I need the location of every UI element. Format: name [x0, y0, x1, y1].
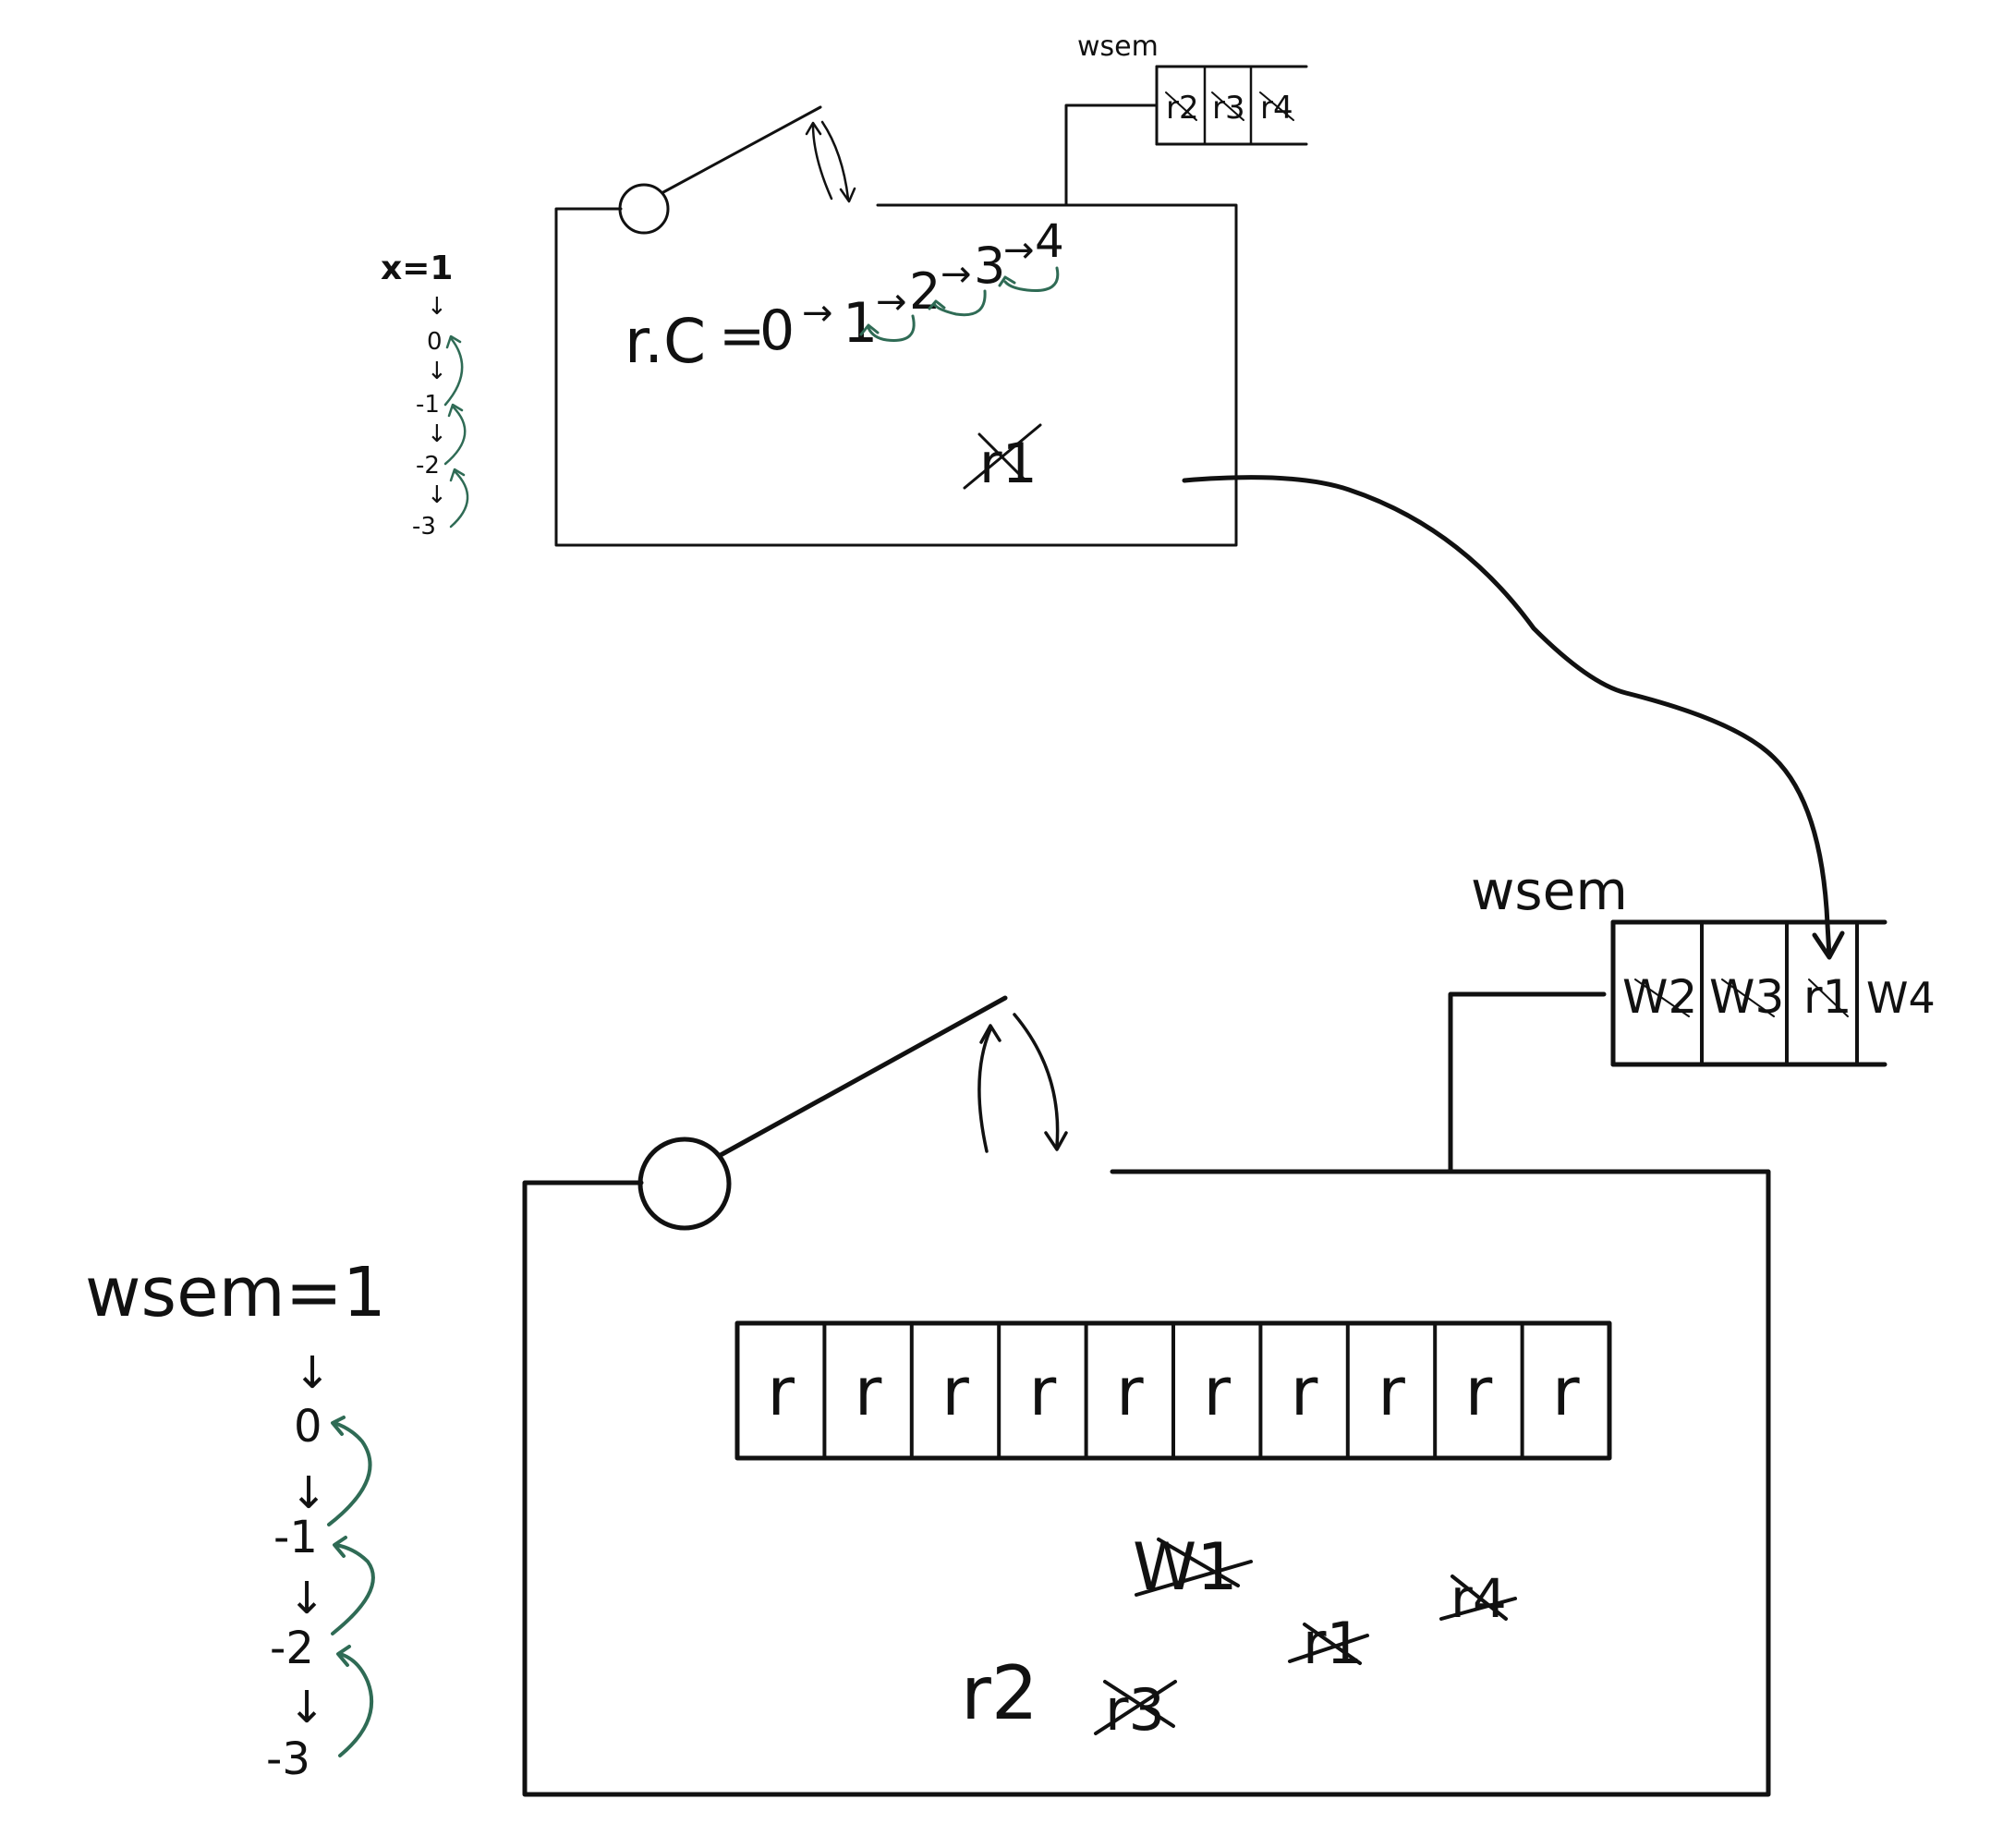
- top-queue-label: wsem: [1077, 30, 1159, 63]
- counter-return-arrow-2: [933, 289, 987, 317]
- counter-value-0: 0: [759, 298, 795, 363]
- x-value-3: -3: [412, 513, 436, 541]
- svg-text:↓: ↓: [427, 481, 447, 509]
- bottom-door-swing-up: [977, 1027, 992, 1153]
- reader-slot-2: r: [855, 1353, 882, 1430]
- x-value-2: -2: [416, 452, 440, 480]
- top-room-outline: [554, 203, 1238, 547]
- top-room: wsem r2 r3 r4 r.C = 0 → 1 → 2 → 3 → 4: [381, 30, 1308, 547]
- wsem-value-2: -2: [270, 1623, 314, 1674]
- svg-text:↓: ↓: [427, 420, 447, 448]
- top-wsem-queue: wsem r2 r3 r4: [1077, 30, 1308, 146]
- wsem-sequence: wsem=1 ↓ 0 ↓ -1 ↓ -2 ↓ -3: [85, 1253, 386, 1785]
- svg-text:↓: ↓: [288, 1573, 325, 1624]
- svg-text:↓: ↓: [294, 1347, 331, 1399]
- link-curve: [1182, 475, 1832, 959]
- diagram-link: [1182, 475, 1845, 960]
- top-door-leaf: [662, 105, 822, 194]
- top-queue-connector: [1064, 103, 1159, 207]
- top-door-swing-up-head: [805, 121, 822, 136]
- active-reader-r2: r2: [961, 1650, 1038, 1736]
- wsem-value-1: -1: [273, 1512, 318, 1563]
- counter-return-arrow-3: [1003, 266, 1060, 292]
- counter-return-arrow-1: [867, 314, 916, 342]
- reader-slot-1: r: [767, 1353, 795, 1430]
- top-door-swing-up: [811, 123, 833, 201]
- reader-slot-8: r: [1378, 1353, 1405, 1430]
- bottom-queue-overflow: W4: [1866, 973, 1936, 1023]
- reader-slot-6: r: [1203, 1353, 1231, 1430]
- crossed-w1: W1: [1133, 1529, 1253, 1605]
- bottom-door-hinge: [637, 1137, 732, 1231]
- svg-text:=: =: [719, 304, 765, 369]
- reader-slot-7: r: [1291, 1353, 1318, 1430]
- counter-value-1: 1: [843, 291, 878, 356]
- counter-value-4: 4: [1035, 214, 1064, 268]
- counter-value-2: 2: [909, 262, 941, 321]
- reader-slot-5: r: [1116, 1353, 1144, 1430]
- top-door-swing-down-head: [839, 187, 856, 203]
- bottom-door-leaf: [718, 995, 1008, 1158]
- top-crossed-r1: r1: [963, 423, 1042, 496]
- reader-slot-3: r: [941, 1353, 969, 1430]
- crossed-r1: r1: [1288, 1610, 1369, 1677]
- reader-slot-9: r: [1465, 1353, 1493, 1430]
- crossed-r3: r3: [1094, 1676, 1177, 1744]
- top-counter: r.C = 0 → 1 → 2 → 3 → 4: [625, 214, 1064, 377]
- link-arrowhead: [1812, 930, 1845, 960]
- bottom-room-outline: [522, 1169, 1771, 1797]
- reader-slot-10: r: [1552, 1353, 1580, 1430]
- top-door-hinge: [618, 183, 670, 235]
- svg-text:→: →: [802, 292, 833, 334]
- crossed-r4: r4: [1439, 1567, 1517, 1630]
- wsem-label: wsem=1: [85, 1253, 386, 1332]
- top-door-swing-down: [820, 120, 850, 201]
- svg-text:↓: ↓: [427, 358, 447, 385]
- x-sequence: x=1 ↓ 0 ↓ -1 ↓ -2 ↓ -3: [381, 249, 469, 541]
- reader-slot-4: r: [1029, 1353, 1057, 1430]
- bottom-wsem-queue: wsem W2 W3 r1 W4: [1471, 859, 1936, 1067]
- bottom-door-swing-down: [1013, 1013, 1060, 1148]
- wsem-value-3: -3: [266, 1733, 310, 1785]
- x-label: x=1: [381, 249, 453, 287]
- svg-text:→: →: [876, 281, 907, 323]
- svg-text:→: →: [941, 253, 972, 296]
- bottom-queue-connector: [1448, 991, 1607, 1174]
- bottom-queue-label: wsem: [1471, 859, 1628, 922]
- svg-text:↓: ↓: [427, 293, 447, 321]
- x-value-1: -1: [416, 391, 440, 419]
- svg-text:→: →: [1003, 229, 1035, 272]
- counter-label: r.C: [625, 306, 706, 377]
- top-queue-cell-3: r4: [1260, 90, 1293, 127]
- svg-text:↓: ↓: [290, 1467, 327, 1519]
- wsem-value-0: 0: [294, 1401, 322, 1453]
- x-value-0: 0: [427, 328, 443, 356]
- svg-text:↓: ↓: [288, 1682, 325, 1733]
- svg-text:W1: W1: [1133, 1529, 1238, 1605]
